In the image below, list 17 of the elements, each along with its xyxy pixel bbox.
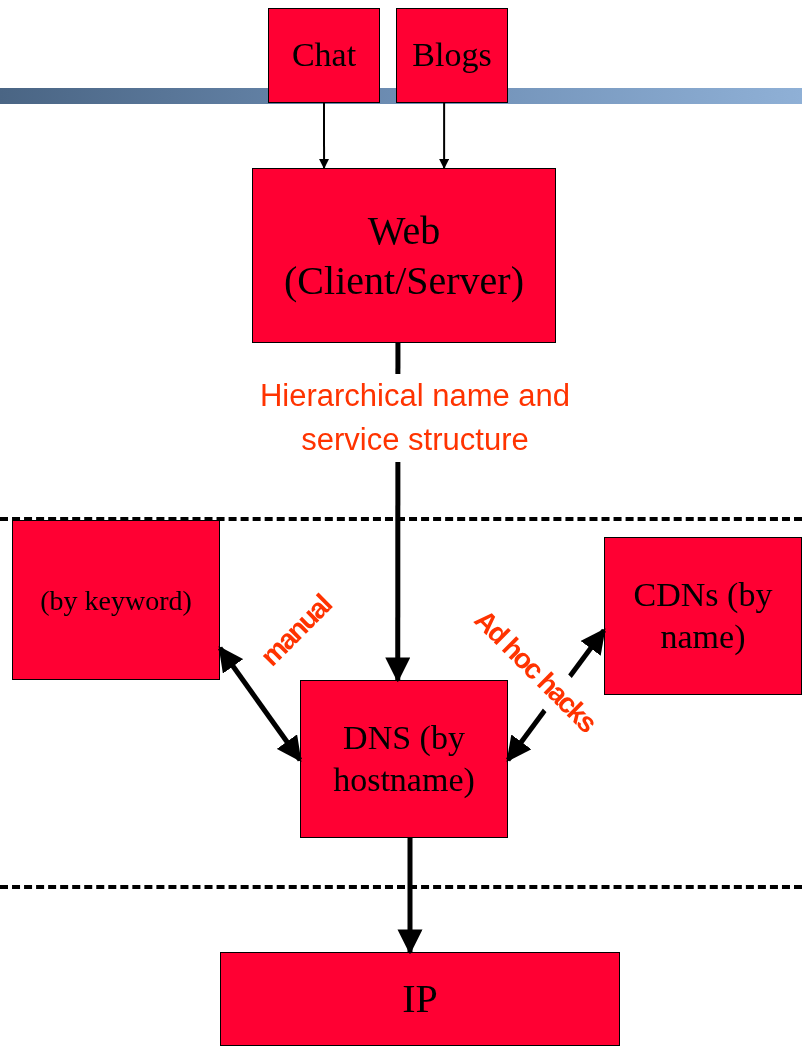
- process-box: [268, 8, 380, 103]
- arrow: [439, 102, 450, 169]
- box-label: (by keyword): [40, 583, 192, 618]
- arrow: [217, 645, 303, 762]
- box-label: CDNs (by name): [632, 574, 774, 657]
- arrow: [319, 102, 330, 169]
- process-box: [300, 680, 508, 838]
- process-box: [396, 8, 508, 103]
- arrow: [397, 838, 423, 955]
- box-label: IP: [402, 975, 438, 1023]
- box-label: Web (Client/Server): [283, 206, 525, 305]
- box-label: Blogs: [412, 35, 492, 76]
- process-box: [252, 168, 556, 343]
- process-box: [604, 537, 802, 695]
- process-box: [220, 952, 620, 1046]
- process-box: [12, 520, 220, 680]
- box-label: Chat: [291, 35, 357, 76]
